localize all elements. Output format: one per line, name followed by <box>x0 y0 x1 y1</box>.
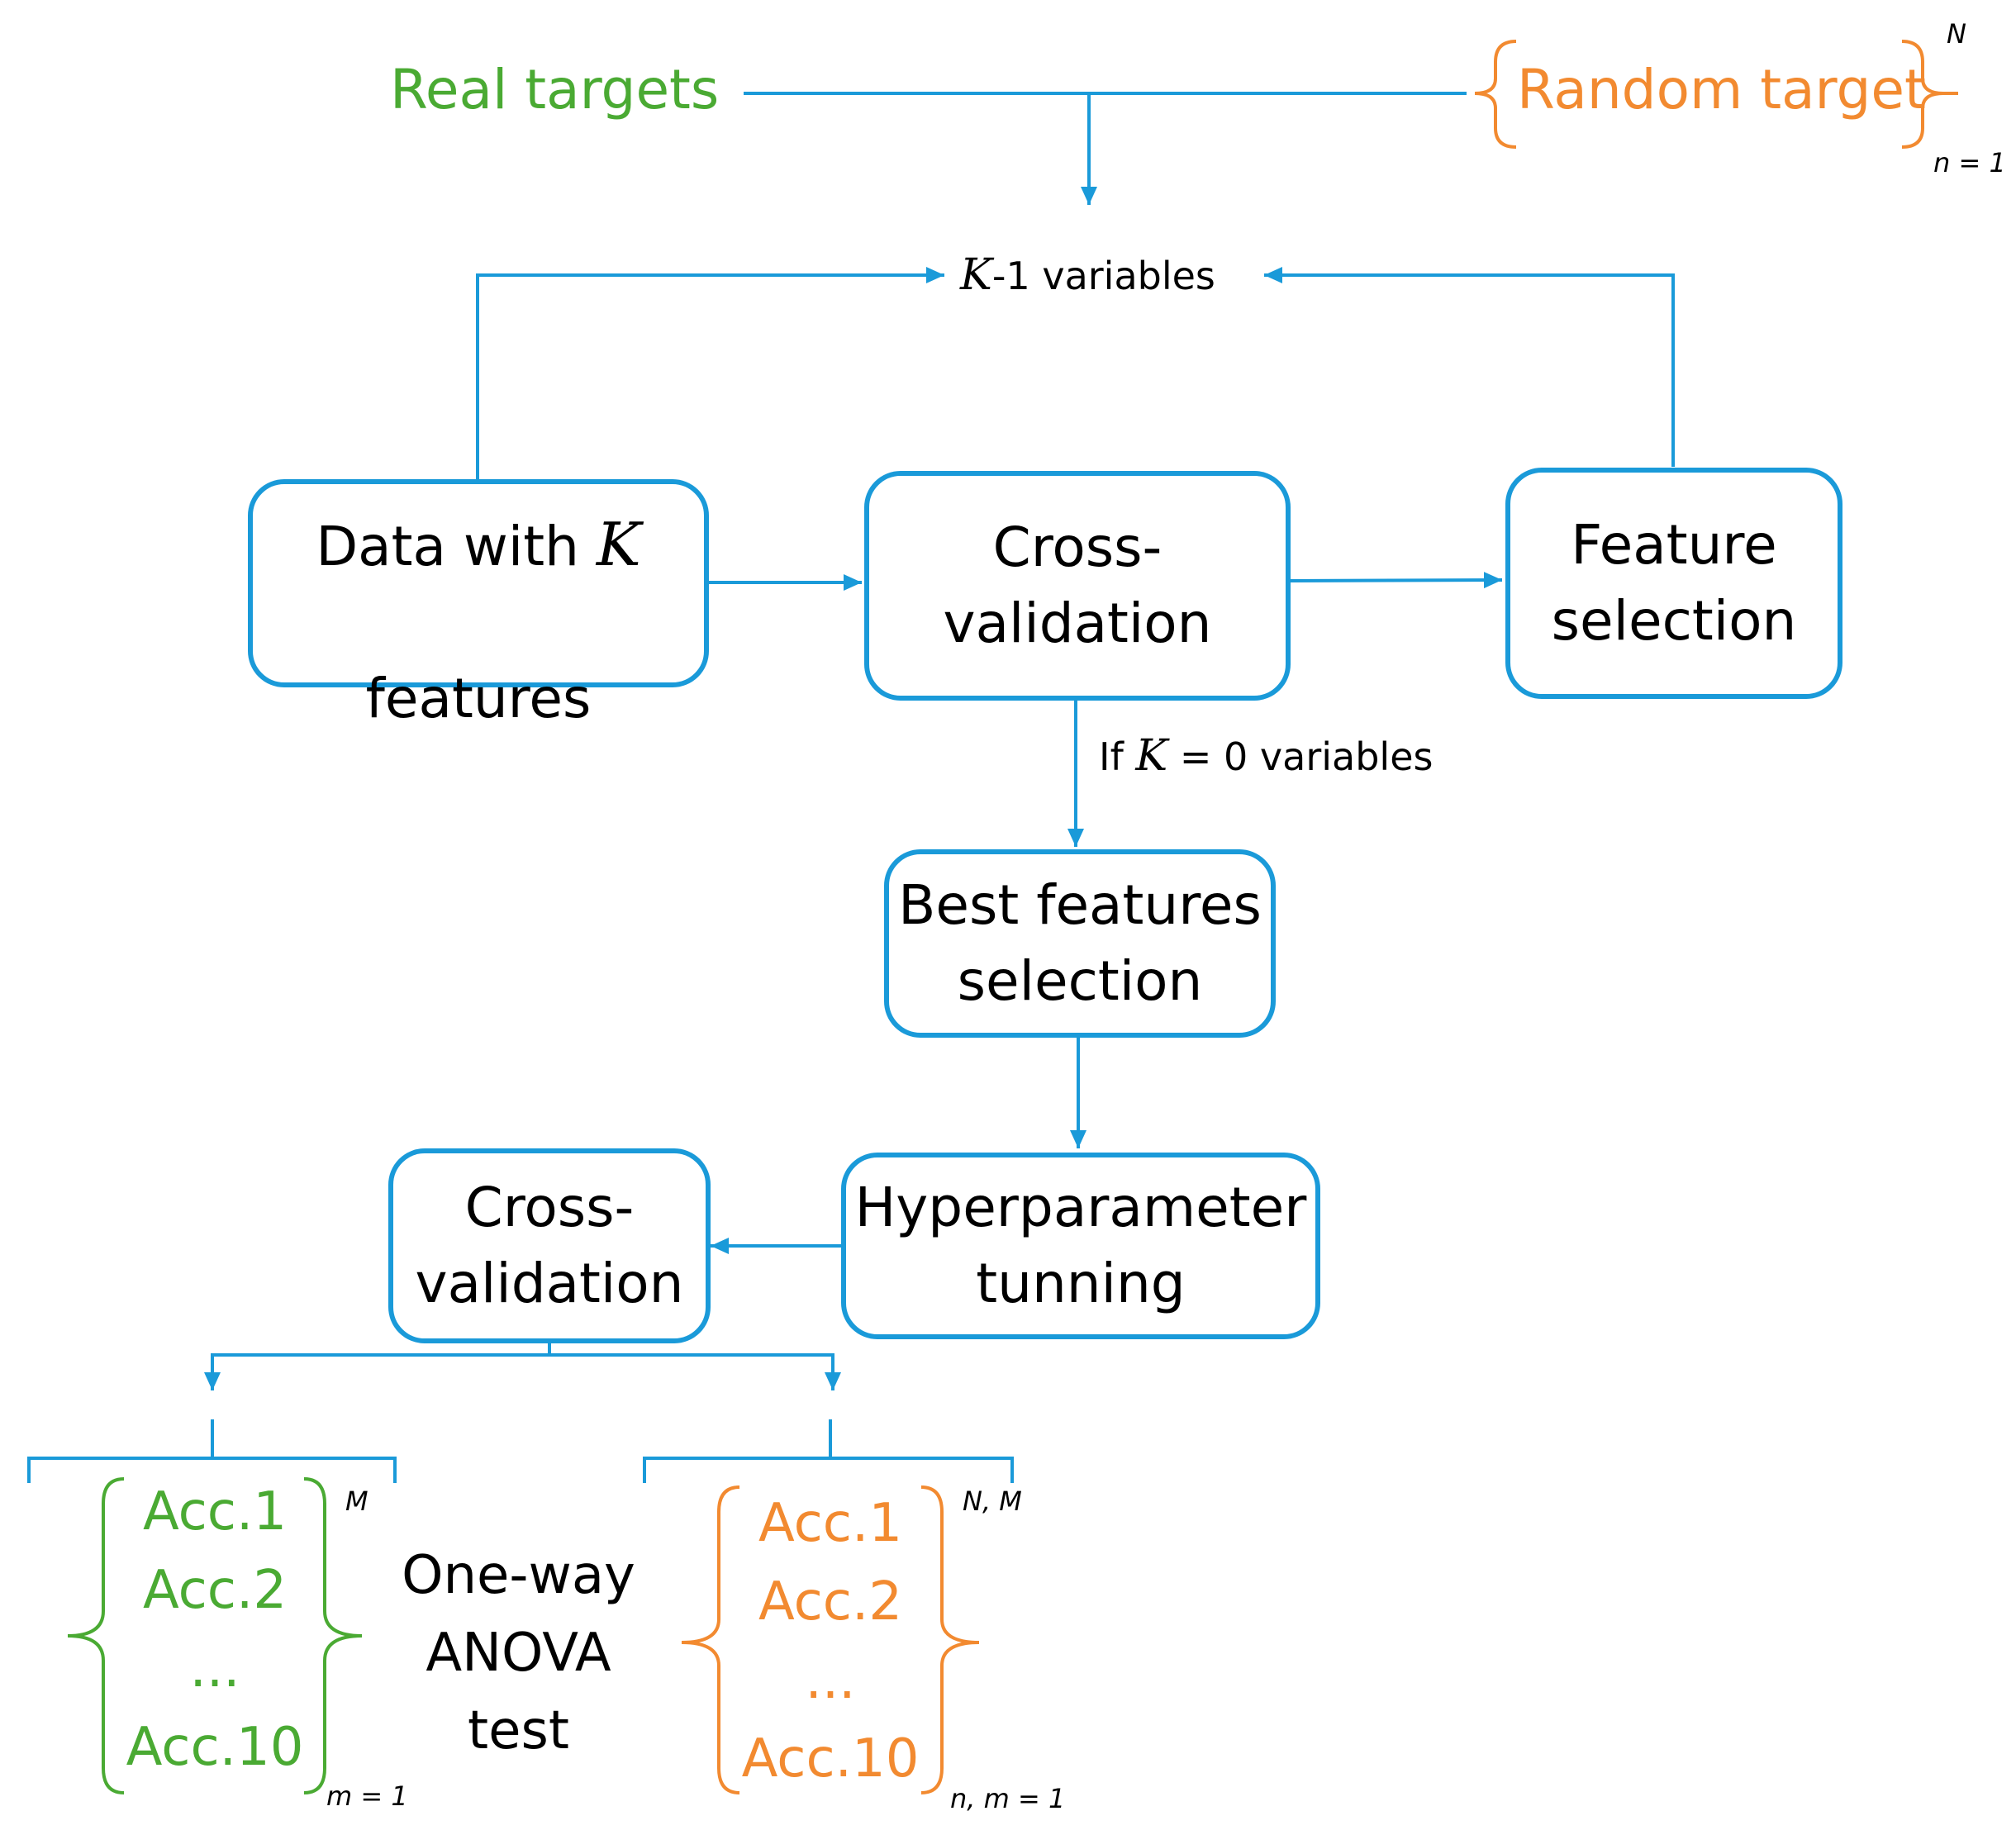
condition-prefix: If <box>1099 734 1136 779</box>
real-acc-item: Acc.10 <box>126 1717 304 1778</box>
random-acc-item: Acc.2 <box>758 1571 903 1633</box>
k-minus-one-label: K-1 variables <box>960 250 1215 300</box>
data-line1: Data with <box>316 514 597 578</box>
loop-left-arrow <box>476 267 944 483</box>
cv-box-text: Cross- validation <box>943 516 1212 655</box>
anova-text: One-way ANOVA test <box>402 1545 635 1761</box>
data-line2: features <box>365 666 592 730</box>
real-acc-brace-open <box>67 1477 125 1794</box>
real-acc-sub: m = 1 <box>326 1780 408 1812</box>
final-cross-validation-box: Cross- validation <box>388 1148 711 1343</box>
real-acc-item: ... <box>189 1638 240 1699</box>
condition-var: K <box>1135 731 1168 781</box>
hyperparameter-tuning-box: Hyperparameter tunning <box>841 1153 1320 1339</box>
real-acc-item: Acc.2 <box>142 1560 288 1621</box>
left-group-brace <box>27 1419 397 1483</box>
real-acc-sup: M <box>345 1485 368 1517</box>
random-acc-brace-open <box>681 1485 740 1794</box>
feature-box-text: Feature selection <box>1551 513 1797 653</box>
random-acc-sup: N, M <box>963 1485 1022 1517</box>
cv2-split-line <box>204 1341 551 1390</box>
real-accuracy-list: Acc.1 Acc.2 ... Acc.10 <box>116 1473 314 1787</box>
real-acc-item: Acc.1 <box>142 1481 288 1542</box>
stop-condition-label: If K = 0 variables <box>1099 731 1433 781</box>
best-features-selection-box: Best features selection <box>884 849 1276 1038</box>
random-acc-brace-close <box>920 1485 980 1794</box>
random-target-sup: N <box>1947 18 1966 50</box>
random-acc-item: Acc.1 <box>758 1493 903 1554</box>
random-target-sub: n = 1 <box>1933 147 2006 178</box>
random-accuracy-list: Acc.1 Acc.2 ... Acc.10 <box>731 1485 930 1799</box>
k-minus-suffix: -1 variables <box>991 254 1215 298</box>
cv-to-feature-arrow <box>1288 572 1503 589</box>
real-targets-label: Real targets <box>390 58 720 121</box>
right-group-brace <box>643 1419 1014 1483</box>
cross-validation-box: Cross- validation <box>864 471 1291 701</box>
random-target-label: Random target <box>1517 58 1926 121</box>
cv2-box-text: Cross- validation <box>415 1176 684 1315</box>
random-acc-sub: n, m = 1 <box>950 1783 1066 1814</box>
real-acc-brace-close <box>303 1477 363 1794</box>
feature-selection-box: Feature selection <box>1505 468 1842 699</box>
hyper-box-text: Hyperparameter tunning <box>854 1176 1307 1315</box>
random-acc-item: ... <box>805 1650 856 1711</box>
loop-right-arrow <box>1264 267 1675 467</box>
data-var: K <box>596 509 641 579</box>
data-with-k-features-box: Data with K features <box>248 479 709 730</box>
best-box-text: Best features selection <box>898 873 1262 1013</box>
random-acc-item: Acc.10 <box>741 1728 920 1790</box>
data-box-text: Data with K features <box>316 430 640 737</box>
anova-test-label: One-way ANOVA test <box>388 1537 649 1770</box>
condition-suffix: = 0 variables <box>1167 734 1434 779</box>
k-var: K <box>960 250 992 300</box>
cv2-split-line-right <box>549 1353 841 1390</box>
random-brace-open <box>1474 40 1517 149</box>
